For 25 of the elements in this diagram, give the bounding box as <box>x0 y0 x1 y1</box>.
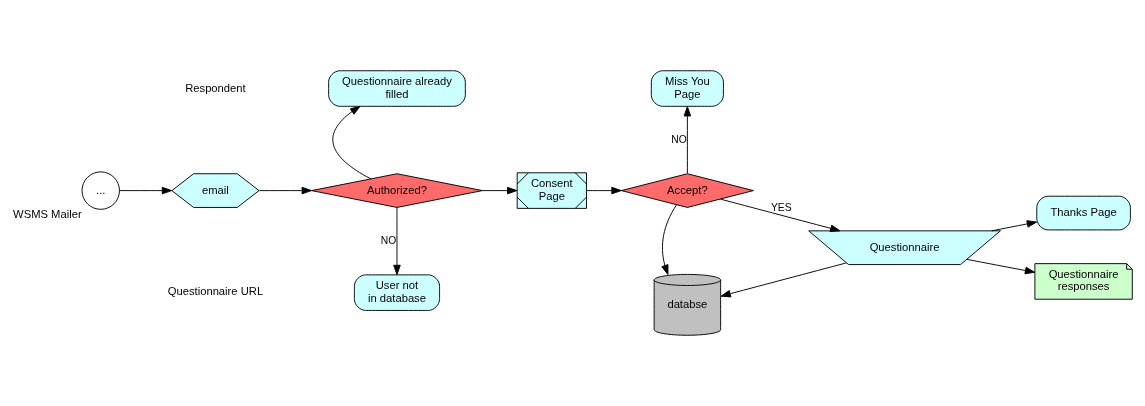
label: Respondent <box>185 82 246 95</box>
node-circle: ... <box>81 171 120 210</box>
node-label: WSMS Mailer <box>13 208 82 221</box>
arrow <box>482 186 518 195</box>
node-box: Thanks Page <box>1036 195 1131 231</box>
arrow <box>258 186 312 195</box>
arrow <box>720 262 847 298</box>
arrow <box>991 220 1038 232</box>
arrow <box>720 198 841 233</box>
edge-label: YES <box>770 202 792 214</box>
arrow <box>332 105 372 180</box>
arrow <box>661 204 677 275</box>
arrow <box>393 207 401 276</box>
arrow <box>586 186 622 195</box>
label: Questionnaire URL <box>167 284 264 297</box>
node-diamond: Authorized? <box>311 173 483 208</box>
arrow <box>683 106 692 174</box>
arrow <box>966 258 1036 275</box>
edge-label: NO <box>671 133 687 145</box>
node-box: Miss You Page <box>650 70 724 107</box>
edge-label: NO <box>380 234 397 246</box>
node-diamond: Accept? <box>620 173 754 208</box>
node-box: User not in database <box>353 274 441 311</box>
node-box: Questionnaire already filled <box>328 70 466 107</box>
arrow <box>119 186 173 195</box>
